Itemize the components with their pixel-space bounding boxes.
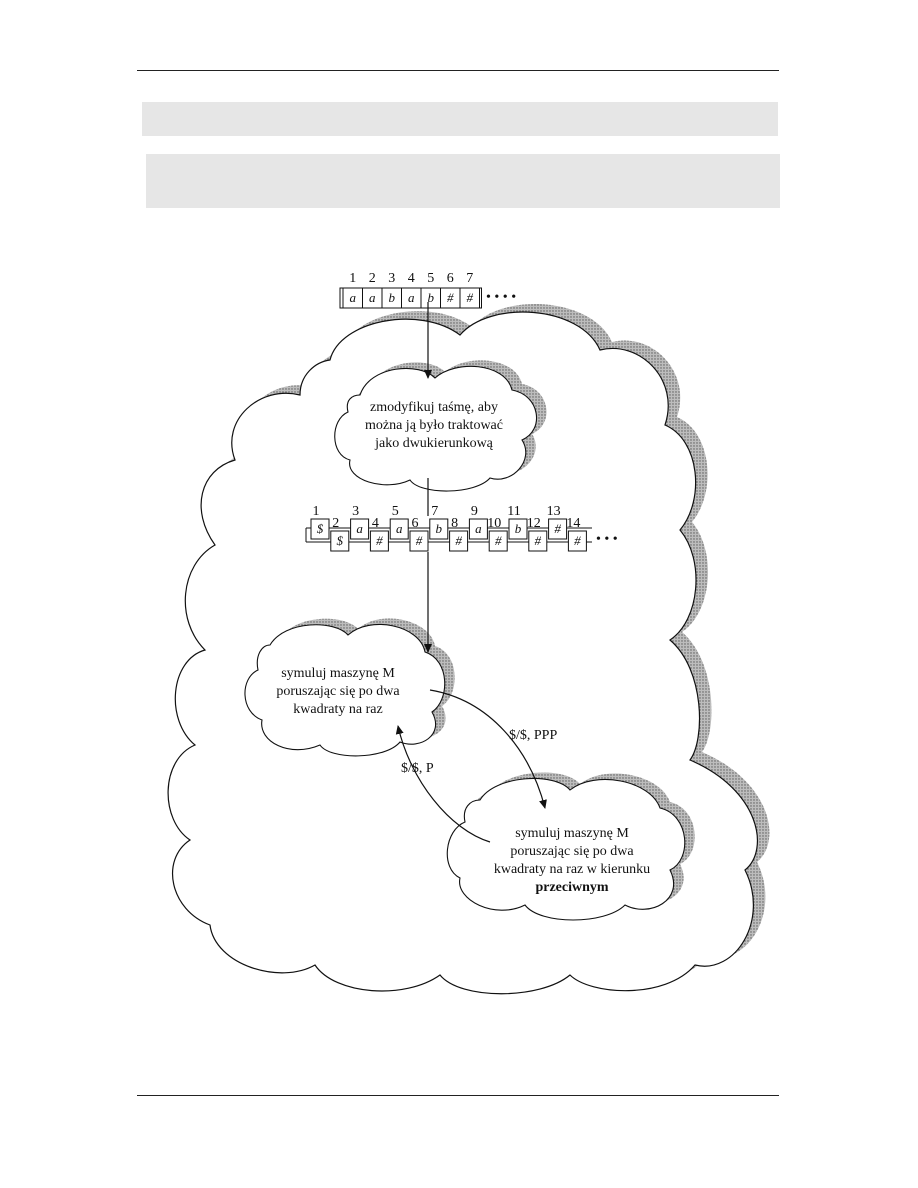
cloud-modify-line-3: jako dwukierunkową	[374, 436, 494, 451]
tape-modified-cell-symbol: a	[475, 521, 482, 536]
tape-modified-index: 3	[352, 504, 359, 519]
header-rule	[137, 70, 779, 71]
edge-label-forward: $/$, PPP	[509, 728, 557, 743]
tape-modified-index: 13	[547, 504, 561, 519]
cloud-sim-reverse-body	[446, 778, 686, 921]
cloud-modify-line-1: zmodyfikuj taśmę, aby	[370, 400, 498, 415]
tape-original-index: 6	[447, 271, 454, 286]
tape-original-index: 5	[427, 271, 434, 286]
tape-modified-cell-symbol: #	[574, 533, 581, 548]
tape-modified-cell-symbol: b	[436, 521, 443, 536]
tape-original-index: 1	[349, 271, 356, 286]
tape-modified-index: 11	[507, 504, 520, 519]
arrow-reverse-to-forward	[395, 725, 491, 843]
tape-modified-cell-symbol: #	[376, 533, 383, 548]
cloud-sim-forward: symuluj maszynę M poruszając się po dwa …	[244, 618, 455, 757]
tape-modified-cell-symbol: b	[515, 521, 522, 536]
edge-label-reverse: $/$, P	[401, 761, 434, 776]
tape-modified-index: 4	[372, 516, 379, 531]
cloud-sim-reverse-line-2: poruszając się po dwa	[510, 844, 634, 859]
header-band	[142, 102, 778, 136]
tape-modified-index: 9	[471, 504, 478, 519]
tape-modified-cell	[429, 518, 449, 540]
tape-modified-index: 1	[313, 504, 320, 519]
cloud-sim-forward-line-3: kwadraty na raz	[293, 702, 382, 717]
cloud-sim-forward-line-1: symuluj maszynę M	[281, 666, 395, 681]
cloud-modify-body	[334, 365, 538, 492]
cloud-modify-line-2: można ją było traktować	[365, 418, 503, 433]
tape-original-index: 2	[369, 271, 376, 286]
tape-modified-index: 10	[487, 516, 501, 531]
tape-original-cell-symbol: a	[369, 290, 376, 305]
tape-modified-index: 5	[392, 504, 399, 519]
tape-modified-cell	[488, 530, 508, 552]
tape-modified-cell	[528, 530, 548, 552]
cloud-sim-reverse-line-3: kwadraty na raz w kierunku	[494, 862, 650, 877]
tape-modified-cell	[350, 518, 370, 540]
tape-original-index: 4	[408, 271, 415, 286]
tape-original-cell	[459, 287, 480, 309]
tape-modified-cell	[369, 530, 389, 552]
tape-modified-cell	[567, 530, 587, 552]
cloud-sim-forward-line-2: poruszając się po dwa	[276, 684, 400, 699]
tape-original-index: 3	[388, 271, 395, 286]
tape-modified-cell	[508, 518, 528, 540]
tape-modified-cell-symbol: #	[535, 533, 542, 548]
tape-modified-ellipsis: • • •	[596, 532, 618, 547]
tape-modified-cell	[389, 518, 409, 540]
tape-original-cell-symbol: a	[350, 290, 357, 305]
cloud-sim-reverse-line-4: przeciwnym	[535, 880, 608, 895]
tape-modified-cell-symbol: $	[337, 533, 344, 548]
tape-modified-cell-symbol: a	[356, 521, 363, 536]
tape-original-cell-symbol: a	[408, 290, 415, 305]
tape-modified-cell-symbol: #	[455, 533, 462, 548]
footer-rule	[137, 1095, 779, 1096]
arrow-forward-to-reverse	[429, 689, 547, 809]
tape-modified-cell	[330, 530, 350, 552]
subheader-band	[146, 154, 780, 208]
tape-modified-index: 2	[332, 516, 339, 531]
tape-original-cell-symbol: b	[428, 290, 435, 305]
cloud-sim-forward-body	[244, 623, 446, 757]
tape-original-index: 7	[466, 271, 473, 286]
tape-modified-cell	[468, 518, 488, 540]
tape-modified-cell	[449, 530, 469, 552]
tape-modified-cell-symbol: $	[317, 521, 324, 536]
tape-modified-cell	[548, 518, 568, 540]
tape-modified-index: 14	[566, 516, 580, 531]
tape-modified-cell-symbol: #	[554, 521, 561, 536]
tape-original-cell-symbol: #	[447, 290, 454, 305]
tape-modified-cell-symbol: #	[495, 533, 502, 548]
tape-modified-index: 8	[451, 516, 458, 531]
cloud-sim-reverse: symuluj maszynę M poruszając się po dwa …	[446, 772, 695, 921]
tape-modified-cell-symbol: a	[396, 521, 403, 536]
tape-modified-cell-symbol: #	[416, 533, 423, 548]
tape-original-ellipsis: • • • •	[486, 290, 516, 305]
tape-modified-index: 7	[431, 504, 438, 519]
tape-modified-index: 6	[412, 516, 419, 531]
tape-modified-cell	[409, 530, 429, 552]
tape-original-cell-symbol: #	[467, 290, 474, 305]
cloud-modify-tape: zmodyfikuj taśmę, aby można ją było trak…	[334, 360, 547, 492]
cloud-sim-reverse-line-1: symuluj maszynę M	[515, 826, 629, 841]
tape-modified-index: 12	[527, 516, 541, 531]
tape-original-cell-symbol: b	[389, 290, 396, 305]
tape-modified-cell	[310, 518, 330, 540]
